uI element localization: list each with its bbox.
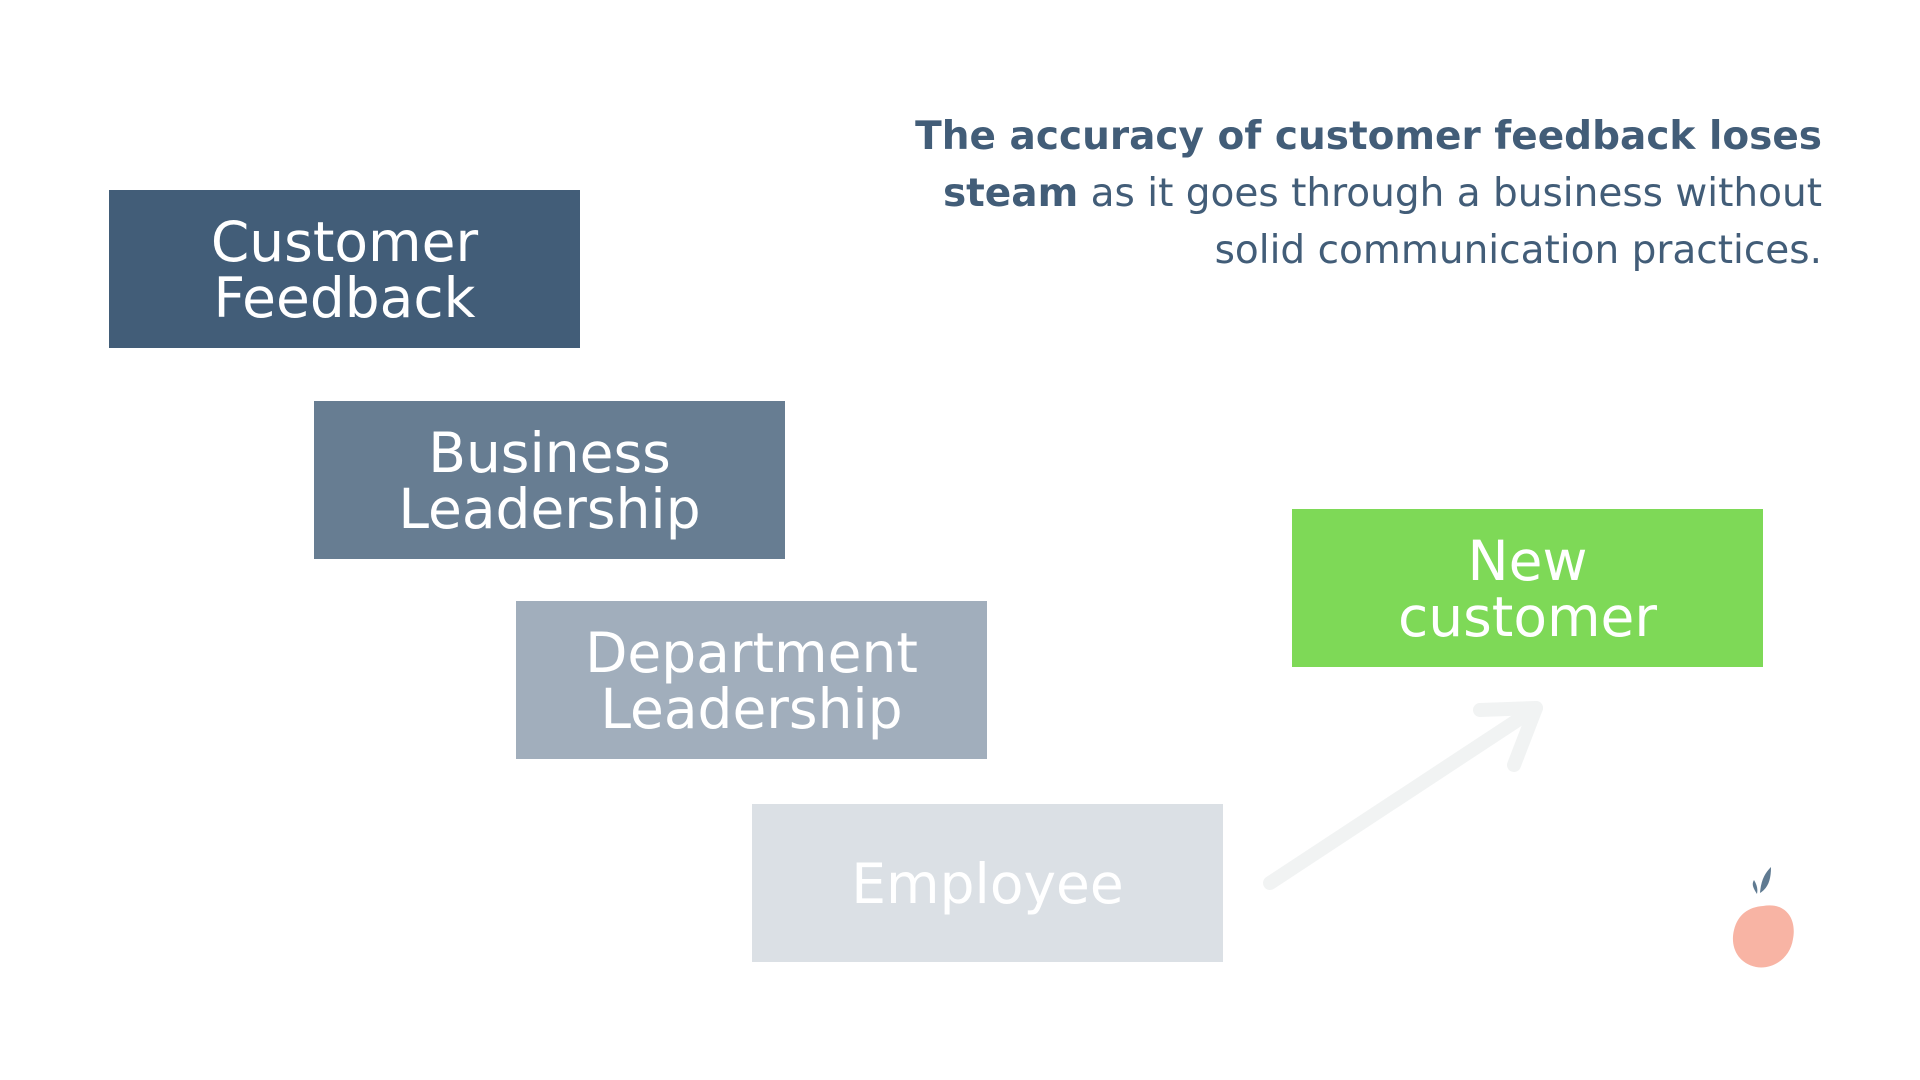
department-leadership-box: Department Leadership (516, 601, 987, 759)
caption-bold: The accuracy of customer feedback loses … (915, 114, 1822, 216)
business-leadership-box: Business Leadership (314, 401, 785, 559)
arrow-up-right-icon (1263, 701, 1543, 890)
caption-regular: as it goes through a business without so… (1078, 171, 1822, 273)
employee-box: Employee (752, 804, 1223, 962)
peach-logo-icon (1732, 867, 1794, 968)
new-customer-box: New customer (1292, 509, 1763, 667)
caption-text: The accuracy of customer feedback loses … (902, 108, 1822, 279)
customer-feedback-box: Customer Feedback (109, 190, 580, 348)
